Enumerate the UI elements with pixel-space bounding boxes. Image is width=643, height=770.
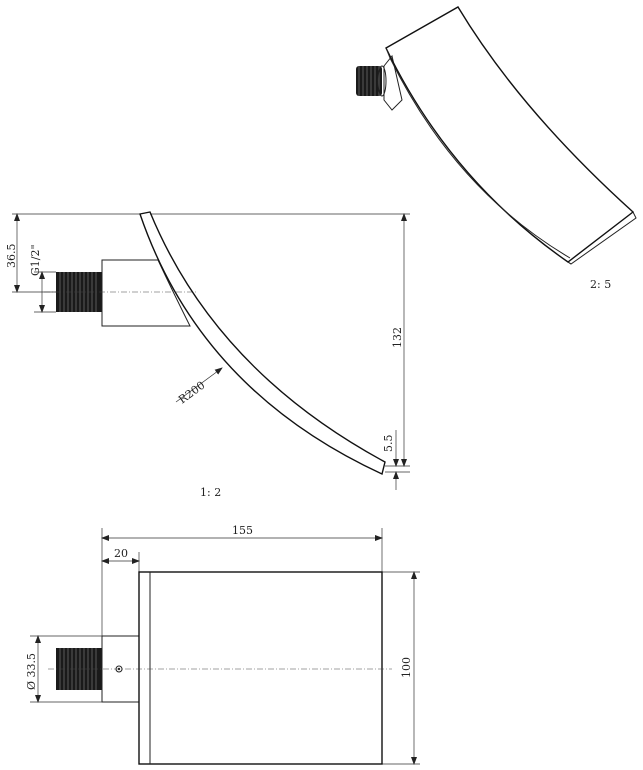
side-view: 36.5 G1/2" R200 132 5.5 1: 2	[5, 211, 410, 499]
dim-r200: R200	[176, 379, 207, 407]
dim-thread: G1/2"	[29, 244, 42, 276]
dim-100: 100	[400, 657, 413, 678]
iso-view: 2: 5	[356, 6, 637, 291]
side-boss	[101, 259, 191, 327]
dim-155: 155	[232, 524, 253, 537]
dim-132: 132	[391, 327, 404, 348]
dim-5-5: 5.5	[382, 435, 395, 453]
dim-36-5: 36.5	[5, 244, 18, 269]
side-scale: 1: 2	[200, 486, 221, 499]
side-blade	[139, 211, 386, 475]
top-view: 155 20	[25, 524, 420, 765]
top-blade	[138, 571, 383, 765]
iso-blade	[385, 6, 635, 263]
iso-scale: 2: 5	[590, 278, 611, 291]
dim-20: 20	[114, 547, 128, 560]
iso-thread	[356, 65, 387, 97]
dim-diameter: Ø 33.5	[25, 653, 38, 690]
